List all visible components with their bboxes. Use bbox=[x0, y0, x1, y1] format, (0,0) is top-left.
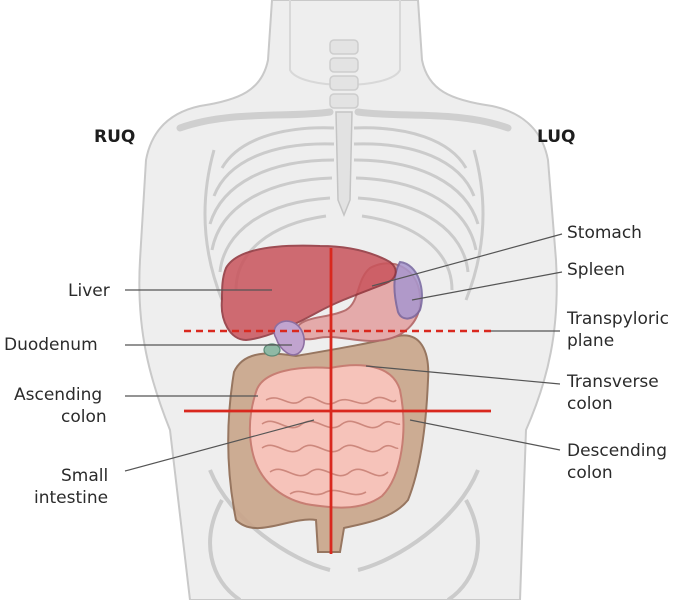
label-duodenum: Duodenum bbox=[4, 335, 98, 355]
quadrant-label-luq: LUQ bbox=[537, 127, 576, 147]
label-transverse-colon-line1: Transverse bbox=[567, 372, 659, 392]
leader-small-intestine bbox=[124, 419, 315, 472]
spleen bbox=[393, 260, 423, 320]
label-spleen: Spleen bbox=[567, 260, 625, 280]
label-small-intestine-line2: intestine bbox=[34, 488, 109, 508]
leader-transverse-colon bbox=[365, 365, 561, 385]
label-transverse-colon-line2: colon bbox=[567, 394, 613, 414]
sternum bbox=[335, 111, 353, 218]
label-transpyloric-plane-line1: Transpyloric bbox=[567, 309, 669, 329]
gallbladder bbox=[263, 343, 281, 357]
label-descending-colon-line1: Descending bbox=[567, 441, 668, 461]
liver bbox=[220, 244, 397, 342]
label-small-intestine: Small intestine bbox=[34, 465, 108, 509]
pelvis bbox=[208, 469, 480, 600]
label-descending-colon: Descending colon bbox=[567, 440, 667, 484]
label-ascending-colon: Ascending colon bbox=[14, 384, 107, 428]
label-descending-colon-line2: colon bbox=[567, 463, 613, 483]
leader-spleen bbox=[411, 271, 563, 301]
label-transpyloric-plane: Transpyloric plane bbox=[567, 308, 669, 352]
small-intestine bbox=[248, 364, 405, 509]
label-transverse-colon: Transverse colon bbox=[567, 371, 659, 415]
intestine-coils bbox=[261, 396, 401, 496]
leader-stomach bbox=[371, 233, 563, 287]
label-liver: Liver bbox=[68, 281, 110, 301]
label-small-intestine-line1: Small bbox=[61, 466, 109, 486]
label-ascending-colon-line1: Ascending bbox=[14, 385, 103, 405]
clavicle-left bbox=[354, 108, 512, 132]
clavicle-right bbox=[176, 108, 334, 132]
label-transpyloric-plane-line2: plane bbox=[567, 331, 615, 351]
quadrant-label-ruq: RUQ bbox=[94, 127, 136, 147]
duodenum bbox=[273, 320, 305, 356]
label-stomach: Stomach bbox=[567, 223, 642, 243]
leader-descending-colon bbox=[409, 419, 561, 451]
leader-lines bbox=[124, 233, 563, 472]
label-ascending-colon-line2: colon bbox=[61, 407, 107, 427]
